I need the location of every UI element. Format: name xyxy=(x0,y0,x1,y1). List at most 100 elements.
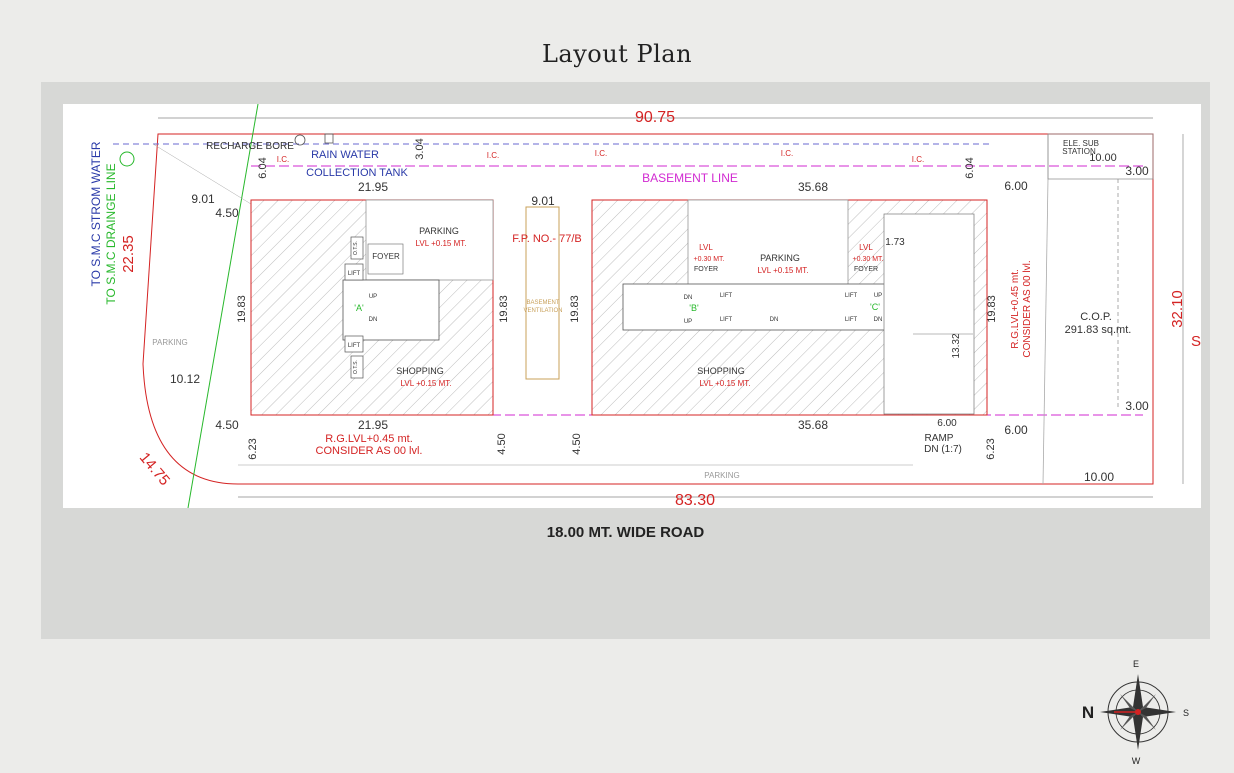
page-title: Layout Plan xyxy=(541,40,693,68)
block-a-ots-top: O.T.S. xyxy=(353,241,359,255)
dim-4-50-bottom: 4.50 xyxy=(215,418,239,432)
storm-water-label: TO S.M.C STROM WATER xyxy=(89,141,103,286)
dim-35-68-top: 35.68 xyxy=(798,180,828,194)
dim-19-83-a: 19.83 xyxy=(236,295,248,323)
block-b-parking-area xyxy=(687,199,849,289)
ramp-dn-label: DN (1:7) xyxy=(924,444,962,455)
dim-10-12: 10.12 xyxy=(170,372,200,386)
drainage-label: TO S.M.C DRAINGE LINE xyxy=(104,163,118,304)
block-a-foyer-label: FOYER xyxy=(372,252,400,261)
block-b-lvl-label: LVL xyxy=(699,243,713,252)
block-a-shopping-lvl: LVL +0.15 MT. xyxy=(401,379,452,388)
block-a-ots-bottom xyxy=(350,355,364,379)
dim-left-line xyxy=(152,143,252,205)
block-c-stair xyxy=(883,213,975,415)
block-a-ots-top xyxy=(350,236,364,260)
ic-label-4: I.C. xyxy=(781,149,793,158)
dim-6-23-right: 6.23 xyxy=(985,438,997,459)
basement-line-label: BASEMENT LINE xyxy=(642,171,738,185)
ramp-label: RAMP xyxy=(925,433,954,444)
ic-label-3: I.C. xyxy=(595,149,607,158)
block-b-parking-label: PARKING xyxy=(760,253,800,263)
dim-21-95-top: 21.95 xyxy=(358,180,388,194)
left-parking-label: PARKING xyxy=(152,338,187,347)
block-a-dn-label: DN xyxy=(369,317,378,323)
recharge-bore-circle xyxy=(294,134,306,146)
block-b-core xyxy=(622,283,904,331)
block-b-shopping-lvl: LVL +0.15 MT. xyxy=(700,379,751,388)
rg-level-label-2: CONSIDER AS 00 lvl. xyxy=(316,445,423,457)
rg-level-label-1: R.G.LVL+0.45 mt. xyxy=(325,433,413,445)
block-b-foyer-label: FOYER xyxy=(694,266,718,273)
dim-19-83-right: 19.83 xyxy=(986,295,998,323)
basement-ventilation-label-1: BASEMENT xyxy=(526,300,559,306)
road-label: 18.00 MT. WIDE ROAD xyxy=(546,524,705,541)
block-a-lift-label-bottom: LIFT xyxy=(348,343,361,349)
ic-label-5: I.C. xyxy=(912,155,924,164)
dim-6-00-top: 6.00 xyxy=(1004,179,1028,193)
dim-1-73: 1.73 xyxy=(885,237,905,248)
fp-number-label: F.P. NO.- 77/B xyxy=(512,233,582,245)
block-b-parking-lvl: LVL +0.15 MT. xyxy=(758,266,809,275)
block-a-foyer-box xyxy=(367,243,404,275)
drainage-manhole xyxy=(119,151,135,167)
ele-sub-label-2: STATION xyxy=(1062,147,1096,156)
dim-35-68-bottom: 35.68 xyxy=(798,418,828,432)
rg-right-label-1: R.G.LVL+0.45 mt. xyxy=(1010,269,1021,349)
block-b-up-label: UP xyxy=(684,319,692,325)
ic-label-2: I.C. xyxy=(487,151,499,160)
ic-label-1: I.C. xyxy=(277,155,289,164)
compass-icon: E W N S xyxy=(1082,659,1189,766)
edge-s-label: S xyxy=(1191,333,1201,350)
dim-3-00-bottom: 3.00 xyxy=(1125,399,1149,413)
bottom-parking-label: PARKING xyxy=(704,471,739,480)
block-a-lift-bottom xyxy=(344,335,364,353)
dim-4-50-mid-right: 4.50 xyxy=(571,433,583,454)
block-a-lift-top xyxy=(344,263,364,281)
compass-w: W xyxy=(1132,756,1141,766)
dim-4-50-mid-left: 4.50 xyxy=(496,433,508,454)
block-c-lift-bottom: LIFT xyxy=(845,317,858,323)
dim-19-83-mid: 19.83 xyxy=(498,295,510,323)
block-c-foyer-label: FOYER xyxy=(854,266,878,273)
block-a-lift-label-top: LIFT xyxy=(348,271,361,277)
compass-rose: E W N S xyxy=(1078,656,1198,768)
block-b-lift-bottom: LIFT xyxy=(720,317,733,323)
collection-tank-label: COLLECTION TANK xyxy=(306,167,408,179)
block-c-dn-label: DN xyxy=(874,317,883,323)
block-b-dn-2: DN xyxy=(770,317,779,323)
plot-boundary xyxy=(142,133,1154,485)
rg-right-label-2: CONSIDER AS 00 lvl. xyxy=(1022,260,1033,357)
block-c-lvl-value: +0.30 MT. xyxy=(853,256,884,263)
compass-e: E xyxy=(1133,659,1139,669)
plan-frame: 90.75 83.30 32.10 22.35 14.75 9.01 10.12… xyxy=(41,82,1210,639)
block-a-parking-label: PARKING xyxy=(419,226,459,236)
block-a-name: 'A' xyxy=(354,303,364,313)
block-c-lvl-label: LVL xyxy=(859,243,873,252)
dim-ramp-6-00: 6.00 xyxy=(937,418,957,429)
recharge-bore-box xyxy=(324,133,334,144)
cop-label: C.O.P. xyxy=(1080,311,1112,323)
dim-21-95-bottom: 21.95 xyxy=(358,418,388,432)
basement-ventilation-box xyxy=(525,206,560,380)
block-a-ots-bottom: O.T.S. xyxy=(353,360,359,374)
dim-14-75: 14.75 xyxy=(136,449,173,489)
compass-n: N xyxy=(1082,703,1094,722)
block-a-parking-area xyxy=(365,199,494,281)
site-plan-drawing: 90.75 83.30 32.10 22.35 14.75 9.01 10.12… xyxy=(63,104,1201,508)
basement-ventilation-label-2: VENTILATION xyxy=(524,308,563,314)
rain-water-label: RAIN WATER xyxy=(311,149,379,161)
dim-3-04: 3.04 xyxy=(414,138,426,159)
dim-9-01-left: 9.01 xyxy=(191,192,215,206)
recharge-bore-label: RECHARGE BORE xyxy=(206,141,294,152)
right-vertical-line xyxy=(1042,178,1049,485)
dim-32-10: 32.10 xyxy=(1169,290,1186,328)
dim-3-00-top: 3.00 xyxy=(1125,164,1149,178)
dim-6-00-bottom: 6.00 xyxy=(1004,423,1028,437)
compass-s: S xyxy=(1183,708,1189,718)
block-a-parking-lvl: LVL +0.15 MT. xyxy=(416,239,467,248)
dim-6-23-left: 6.23 xyxy=(247,438,259,459)
block-b-lift-top: LIFT xyxy=(720,293,733,299)
block-c-name: 'C' xyxy=(870,302,880,312)
block-c-lift-top: LIFT xyxy=(845,293,858,299)
